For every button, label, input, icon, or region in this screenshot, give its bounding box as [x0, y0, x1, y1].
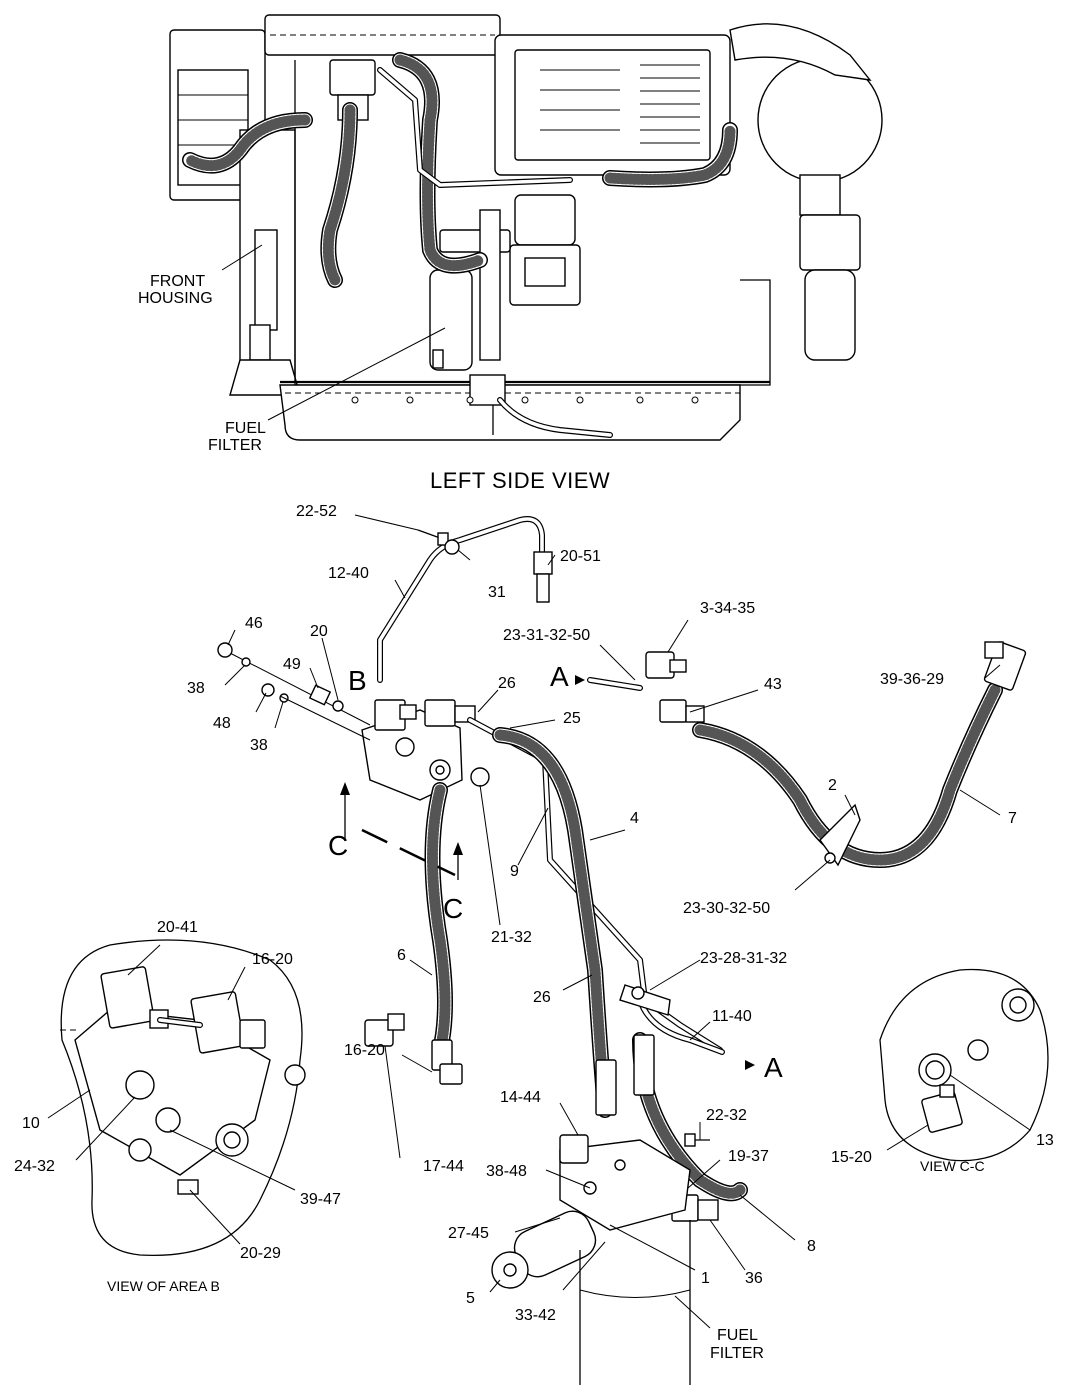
- callout-5: 5: [466, 1290, 475, 1307]
- callout-22-32: 22-32: [706, 1107, 747, 1124]
- fuel-line-assembly: [217, 514, 1027, 1385]
- callout-25: 25: [563, 710, 581, 727]
- callout-21-32: 21-32: [491, 929, 532, 946]
- area-b-callout-10: 10: [22, 1115, 40, 1132]
- callout-38-48: 38-48: [486, 1163, 527, 1180]
- callout-11-40: 11-40: [712, 1008, 752, 1025]
- area-b-callout-39-47: 39-47: [300, 1191, 341, 1208]
- callout-49: 49: [283, 656, 301, 673]
- callout-26b: 26: [533, 989, 551, 1006]
- callout-43: 43: [764, 676, 782, 693]
- c-c-callout-15-20: 15-20: [831, 1149, 872, 1166]
- engine-left-side-view: [169, 14, 883, 441]
- callout-7: 7: [1008, 810, 1017, 827]
- callout-12-40: 12-40: [328, 565, 369, 582]
- callout-38a: 38: [187, 680, 205, 697]
- c-c-callouts: 13 15-20 VIEW C-C: [831, 1132, 1054, 1174]
- callout-c-left: C: [328, 830, 348, 861]
- view-c-c: [879, 968, 1049, 1162]
- callout-23-28-31-32: 23-28-31-32: [700, 950, 787, 967]
- c-c-view-title: VIEW C-C: [920, 1158, 985, 1174]
- callout-a-top: A: [550, 661, 569, 692]
- area-b-callout-20-41: 20-41: [157, 919, 198, 936]
- main-callout-labels: 22-52 20-51 12-40 31 3-34-35 46 20 23-31…: [187, 503, 1017, 1362]
- callout-8: 8: [807, 1238, 816, 1255]
- area-b-callout-24-32: 24-32: [14, 1158, 55, 1175]
- callout-39-36-29: 39-36-29: [880, 671, 944, 688]
- engine-fuel-filter-label-2: FILTER: [208, 437, 262, 454]
- callout-36: 36: [745, 1270, 763, 1287]
- area-b-view-title: VIEW OF AREA B: [107, 1278, 220, 1294]
- callout-23-30-32-50: 23-30-32-50: [683, 900, 770, 917]
- callout-14-44: 14-44: [500, 1089, 541, 1106]
- callout-33-42: 33-42: [515, 1307, 556, 1324]
- front-housing-label-2: HOUSING: [138, 290, 213, 307]
- area-b-callout-20-29: 20-29: [240, 1245, 281, 1262]
- area-b-callout-16-20: 16-20: [252, 951, 293, 968]
- callout-23-31-32-50: 23-31-32-50: [503, 627, 590, 644]
- callout-26a: 26: [498, 675, 516, 692]
- callout-22-52: 22-52: [296, 503, 337, 520]
- callout-31: 31: [488, 584, 506, 601]
- callout-a-bottom: A: [764, 1052, 783, 1083]
- bottom-fuel-filter-label-2: FILTER: [710, 1345, 764, 1362]
- callout-20-51: 20-51: [560, 548, 601, 565]
- callout-6: 6: [397, 947, 406, 964]
- callout-2: 2: [828, 777, 837, 794]
- callout-1: 1: [701, 1270, 710, 1287]
- callout-c-right: C: [443, 893, 463, 924]
- bottom-fuel-filter-label-1: FUEL: [717, 1327, 758, 1344]
- callout-16-20: 16-20: [344, 1042, 385, 1059]
- callout-48: 48: [213, 715, 231, 732]
- callout-27-45: 27-45: [448, 1225, 489, 1242]
- area-b-callouts: 20-41 16-20 10 24-32 39-47 20-29 VIEW OF…: [14, 919, 341, 1294]
- callout-3-34-35: 3-34-35: [700, 600, 755, 617]
- callout-38b: 38: [250, 737, 268, 754]
- callout-9: 9: [510, 863, 519, 880]
- left-side-view-title: LEFT SIDE VIEW: [430, 468, 610, 493]
- view-area-b: [47, 939, 306, 1257]
- callout-20: 20: [310, 623, 328, 640]
- callout-4: 4: [630, 810, 639, 827]
- callout-b: B: [348, 665, 367, 696]
- engine-fuel-filter-label-1: FUEL: [225, 420, 266, 437]
- c-c-callout-13: 13: [1036, 1132, 1054, 1149]
- front-housing-label-1: FRONT: [150, 273, 205, 290]
- callout-46: 46: [245, 615, 263, 632]
- callout-17-44: 17-44: [423, 1158, 464, 1175]
- callout-19-37: 19-37: [728, 1148, 769, 1165]
